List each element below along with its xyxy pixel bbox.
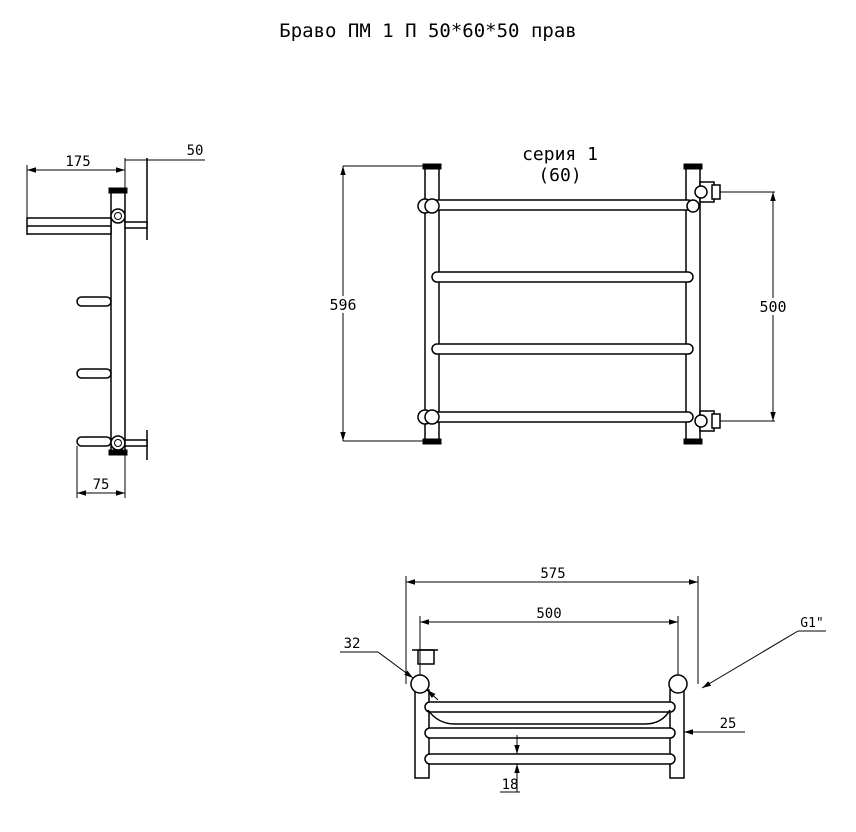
front-connection-top-right [686, 199, 700, 213]
dim-label-500-front: 500 [759, 298, 786, 316]
front-rung-2 [431, 271, 694, 283]
front-rung-4 [431, 411, 694, 423]
thread-label: G1" [800, 616, 823, 631]
dim-label-18: 18 [502, 777, 519, 793]
front-rung-1 [431, 199, 694, 211]
dim-label-32: 32 [344, 636, 361, 652]
side-vertical-post [110, 189, 126, 453]
series-sub-label: (60) [538, 165, 581, 186]
top-view: 575 500 32 G1" 25 18 [340, 566, 826, 793]
dim-label-25: 25 [720, 716, 737, 732]
dim-label-596: 596 [329, 296, 356, 314]
top-bar-2 [424, 727, 676, 739]
dim-label-175: 175 [65, 154, 90, 170]
side-rung-2 [76, 368, 112, 379]
side-connection-top [110, 208, 126, 224]
top-bar-curve [427, 709, 671, 725]
side-post-cap-top [108, 187, 128, 194]
dim-label-75: 75 [93, 477, 110, 493]
front-connection-top-left [424, 198, 440, 214]
side-bracket-top [124, 221, 148, 229]
front-view: серия 1 (60) 596 [326, 144, 790, 445]
top-bar-1 [424, 701, 676, 713]
series-label: серия 1 [522, 144, 598, 165]
side-connection-bottom [110, 435, 126, 451]
drawing-title: Браво ПМ 1 П 50*60*50 прав [279, 20, 576, 42]
side-bracket-bottom [124, 439, 148, 447]
side-view: 175 50 75 [26, 143, 205, 498]
side-rung-1 [76, 296, 112, 307]
top-connection-left [410, 674, 430, 694]
dim-label-575: 575 [540, 566, 565, 582]
dim-label-500-top: 500 [536, 606, 561, 622]
front-connection-bottom-left [424, 409, 440, 425]
front-rung-3 [431, 343, 694, 355]
top-connection-right [668, 674, 688, 694]
side-rung-3 [76, 436, 112, 447]
dim-label-50: 50 [187, 143, 204, 159]
top-bar-3 [424, 753, 676, 765]
